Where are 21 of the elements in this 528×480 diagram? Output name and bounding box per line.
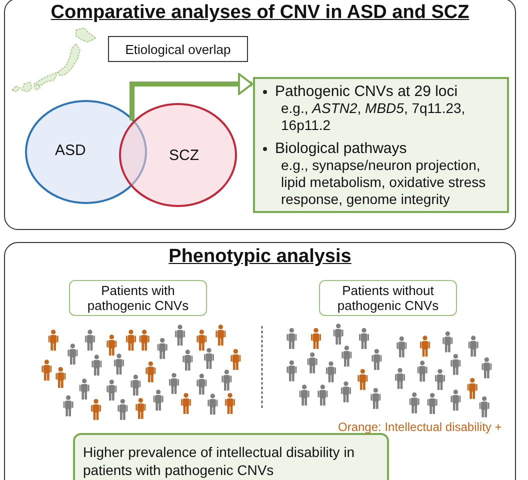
venn-circle bbox=[119, 103, 237, 207]
box-label: Etiological overlap bbox=[125, 42, 231, 56]
circle-label: SCZ bbox=[169, 146, 199, 166]
box-label: Patients with pathogenic CNVs bbox=[86, 283, 190, 313]
bullet-heading: Biological pathways bbox=[275, 140, 407, 157]
panel bbox=[4, 242, 516, 480]
bullet-detail: e.g., synapse/neuron projection, lipid metabolism, oxidative stress response, genome integrity bbox=[280, 157, 487, 208]
panel-heading: Comparative analyses of CNV in ASD and SCZ bbox=[50, 1, 470, 25]
panel-heading: Phenotypic analysis bbox=[168, 245, 352, 269]
result-box bbox=[73, 433, 389, 480]
result-box bbox=[253, 77, 509, 213]
group-box bbox=[319, 280, 457, 316]
label-box bbox=[108, 36, 248, 62]
circle-label: ASD bbox=[55, 141, 86, 161]
group-box bbox=[69, 280, 207, 316]
panel bbox=[4, 0, 516, 230]
box-label: Patients without pathogenic CNVs bbox=[336, 283, 440, 313]
legend-note: Orange: Intellectual disability + bbox=[338, 419, 502, 436]
bullet-detail: e.g., ASTN2, MBD5, 7q11.23, 16p11.2 bbox=[280, 100, 466, 134]
bullet-heading: Pathogenic CNVs at 29 loci bbox=[275, 83, 458, 100]
conclusion-text: Higher prevalence of intellectual disability in patients with pathogenic CNVs bbox=[82, 443, 356, 479]
